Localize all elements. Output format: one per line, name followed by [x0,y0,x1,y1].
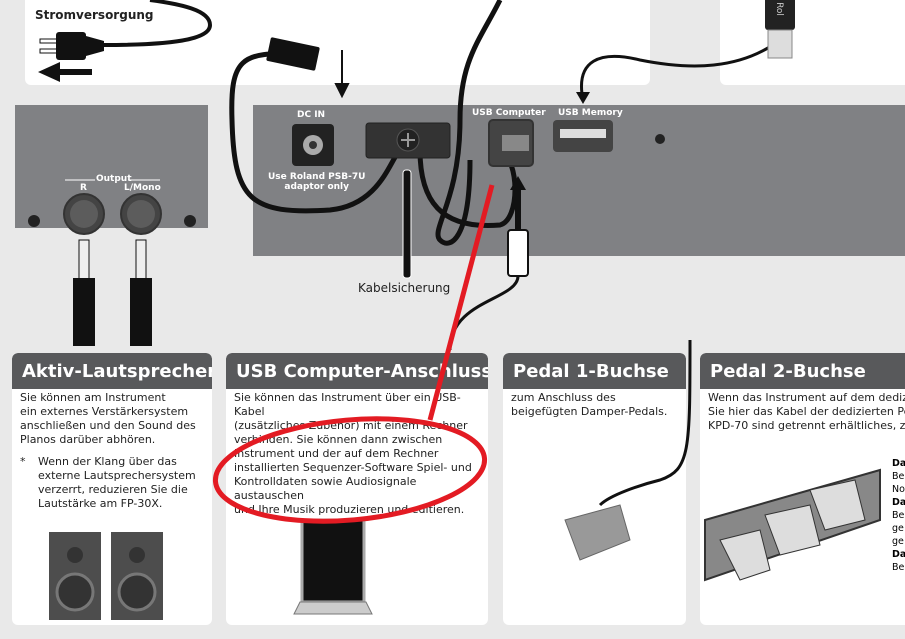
pedal-text: Be [892,562,905,573]
card-pedal-1: Pedal 1-Buchse zum Anschluss des beigefü… [503,353,686,625]
pedal-heading: Da [892,497,905,508]
card-text: Sie hier das Kabel der dedizierten Pedal [708,405,905,418]
card-text: Planos darüber abhören. [20,433,156,446]
power-plug-icon [39,0,213,60]
adaptor-note: Use Roland PSB-7U adaptor only [268,172,365,192]
card-text: anschließen und den Sound des [20,419,196,432]
output-l-label: L/Mono [124,183,161,193]
pedal-text: No [892,484,905,495]
note-text: Lautstärke am FP-30X. [38,497,163,510]
card-text: Kontrolldaten sowie Audiosignale austaus… [234,475,417,502]
card-text: installierten Sequenzer-Software Spiel- … [234,461,472,474]
adaptor-note-line: Use Roland PSB-7U [268,172,366,182]
card-text: zum Anschluss des [511,391,616,404]
card-text: Sie können das Instrument über ein USB-K… [234,391,461,418]
card-text: Wenn das Instrument auf dem dediziert [708,391,905,404]
output-label: Output [96,174,132,184]
adaptor-note-line: adaptor only [284,182,350,192]
usb-memory-section [720,0,905,85]
pedal-unit-illustration [704,468,881,582]
usb-computer-label: USB Computer [472,108,546,118]
note-mark: * [20,455,26,468]
dc-in-label: DC IN [297,110,326,120]
card-text: Sie können am Instrument [20,391,166,404]
arrow-left-icon [38,62,92,82]
pedal-text: ge [892,536,904,547]
pedal-text: Be [892,471,905,482]
cable-hook-label: Kabelsicherung [358,281,451,295]
usb-stick-text: Rol [773,2,784,16]
card-text: KPD-70 sind getrennt erhältliches, zusät [708,419,905,432]
usb-memory-label: USB Memory [558,108,623,118]
card-title: Pedal 2-Buchse [700,353,905,389]
note-text: externe Lautsprechersystem [38,469,196,482]
speakers-illustration [49,532,163,620]
output-jacks [28,179,196,346]
power-section [25,0,650,85]
damper-pedal-illustration [564,504,631,561]
output-r-label: R [80,183,87,193]
pedal-text: Be [892,510,905,521]
pedal-descriptions: Da Be No Da Be ge ge Da Be [892,457,905,574]
card-title: Pedal 1-Buchse [503,353,686,389]
power-title: Stromversorgung [35,8,154,22]
laptop-illustration [293,518,373,615]
red-annotation [212,184,495,524]
card-text: Instrument und der auf dem Rechner [234,447,439,460]
card-title: Aktiv-Lautsprecher [12,353,212,389]
note-text: verzerrt, reduzieren Sie die [38,483,188,496]
card-text: verbinden. Sie können dann zwischen [234,433,443,446]
output-panel [15,105,208,228]
card-text: ein externes Verstärkersystem [20,405,189,418]
card-text: beigefügten Damper-Pedals. [511,405,668,418]
pedal-text: ge [892,523,904,534]
note-text: Wenn der Klang über das [38,455,177,468]
pedal-heading: Da [892,549,905,560]
pedal-heading: Da [892,458,905,469]
